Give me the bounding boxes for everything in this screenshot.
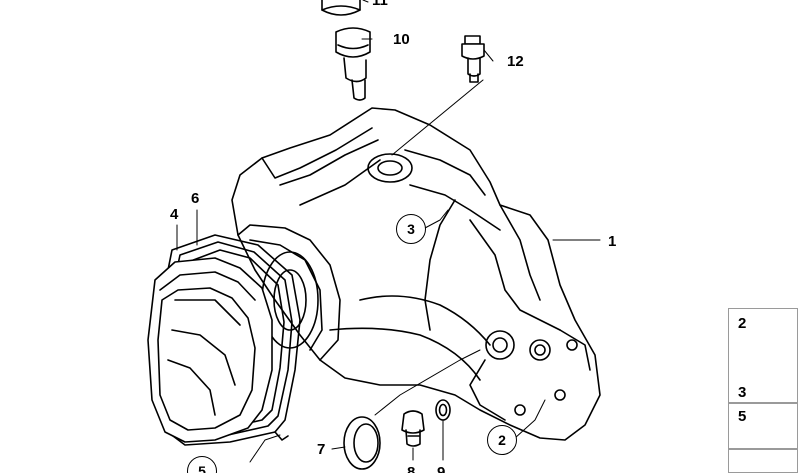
oil-pan-cover <box>147 257 273 443</box>
callout-1: 1 <box>608 233 617 250</box>
leader-lines <box>176 0 601 463</box>
callout-12: 12 <box>507 53 524 70</box>
callout-3-circled: 3 <box>396 214 426 244</box>
callout-4: 4 <box>170 206 179 223</box>
part-11-cap <box>321 0 361 16</box>
callout-2-circled: 2 <box>487 425 517 455</box>
part-10-plug <box>335 27 371 101</box>
callout-8: 8 <box>407 464 416 473</box>
callout-7: 7 <box>317 441 326 458</box>
part-12-sensor <box>461 35 485 83</box>
part-1-transmission-housing <box>231 107 601 441</box>
legend-gasket-box <box>728 449 798 473</box>
legend-number-5: 5 <box>738 408 747 425</box>
callout-10: 10 <box>393 31 410 48</box>
legend-number-3: 3 <box>738 384 747 401</box>
part-8-drain-plug <box>401 410 425 447</box>
legend-bolt-box: 2 3 <box>728 308 798 403</box>
callout-11: 11 <box>372 0 388 9</box>
part-9-washer <box>435 399 451 421</box>
callout-9: 9 <box>437 464 446 473</box>
part-7-seal <box>343 416 381 470</box>
legend-number-2: 2 <box>738 315 747 332</box>
legend-screw-box: 5 <box>728 403 798 449</box>
callout-6: 6 <box>191 190 200 207</box>
